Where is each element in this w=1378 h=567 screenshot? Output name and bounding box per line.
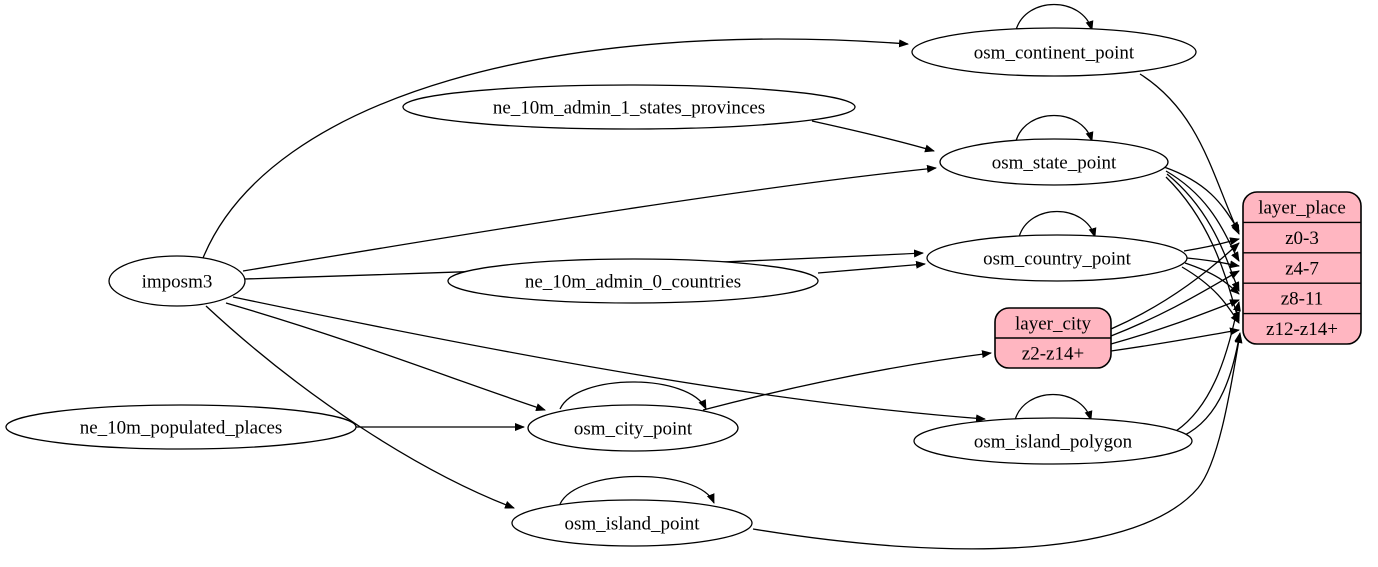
edge-osm_state_point-to-layer_place-z8-11 (1166, 173, 1240, 292)
node-label-ne-10m-admin-0-countries: ne_10m_admin_0_countries (525, 271, 741, 292)
edge-layer_city-to-layer_place-z4-7 (1110, 270, 1240, 337)
self-loop-edge-osm_island_polygon-to-osm_island_polygon (1014, 393, 1093, 421)
node-imposm3: imposm3 (108, 255, 246, 307)
node-label-osm-island-point: osm_island_point (564, 513, 700, 534)
edge-imposm3-to-osm_state_point (242, 164, 937, 272)
edge-imposm3-to-osm_city_point (225, 302, 546, 411)
node-osm-city-point: osm_city_point (527, 404, 739, 452)
record-layer-place-row-layer-place: layer_place (1258, 197, 1346, 218)
edge-imposm3-to-osm_island_point (205, 305, 515, 509)
record-layer-city-row-z2-z14-: z2-z14+ (1022, 343, 1084, 364)
node-osm-island-point: osm_island_point (511, 499, 753, 547)
node-label-osm-state-point: osm_state_point (992, 152, 1117, 173)
edge-osm_country_point-to-layer_place-z12-z14+ (1181, 266, 1240, 324)
edge-ne_10m_admin_1_states_provinces-to-osm_state_point (811, 120, 935, 153)
record-layer-place-row-z0-3: z0-3 (1285, 228, 1319, 249)
record-layer-city-row-layer-city: layer_city (1015, 313, 1091, 334)
node-label-ne-10m-admin-1-states-provinces: ne_10m_admin_1_states_provinces (493, 97, 765, 118)
node-label-ne-10m-populated-places: ne_10m_populated_places (80, 417, 283, 438)
node-label-osm-continent-point: osm_continent_point (974, 42, 1135, 63)
node-osm-country-point: osm_country_point (926, 234, 1188, 282)
node-osm-continent-point: osm_continent_point (911, 27, 1197, 77)
node-ne-10m-admin-1-states-provinces: ne_10m_admin_1_states_provinces (402, 84, 856, 130)
self-loop-edge-osm_country_point-to-osm_country_point (1018, 210, 1097, 238)
record-layer-place-row-z4-7: z4-7 (1285, 258, 1319, 279)
node-layer-city: layer_city z2-z14+ (994, 307, 1112, 369)
node-label-imposm3: imposm3 (142, 271, 213, 292)
edge-imposm3-to-osm_island_polygon (232, 296, 986, 423)
edge-osm_island_point-to-layer_place-z12-z14+ (752, 333, 1243, 550)
self-loop-edge-osm_state_point-to-osm_state_point (1015, 114, 1094, 142)
node-ne-10m-populated-places: ne_10m_populated_places (5, 404, 357, 450)
edge-osm_state_point-to-layer_place-z4-7 (1165, 170, 1240, 262)
node-label-osm-island-polygon: osm_island_polygon (974, 431, 1133, 452)
edge-osm_city_point-to-layer_city-z2-z14+ (702, 350, 992, 411)
record-layer-place-row-z12-z14-: z12-z14+ (1266, 319, 1338, 340)
record-layer-place-row-z8-11: z8-11 (1281, 289, 1324, 310)
edge-layer_city-to-layer_place-z0-3 (1110, 242, 1240, 330)
node-label-osm-city-point: osm_city_point (574, 418, 693, 439)
self-loop-edge-osm_city_point-to-osm_city_point (559, 381, 707, 410)
self-loop-edge-osm_island_point-to-osm_island_point (559, 475, 715, 505)
edge-osm_continent_point-to-layer_place-z0-3 (1139, 73, 1240, 235)
edge-osm_country_point-to-layer_place-z4-7 (1186, 257, 1240, 269)
edge-imposm3-to-osm_continent_point (202, 38, 909, 259)
node-osm-state-point: osm_state_point (939, 138, 1169, 186)
node-layer-place: layer_place z0-3 z4-7 z8-11 z12-z14+ (1242, 191, 1362, 345)
edge-osm_island_polygon-to-layer_place-z8-11 (1175, 301, 1241, 432)
edge-layer_city-to-layer_place-z8-11 (1110, 299, 1240, 345)
edge-layer_city-to-layer_place-z12-z14+ (1110, 327, 1240, 352)
edge-osm_country_point-to-layer_place-z8-11 (1184, 262, 1240, 295)
node-label-osm-country-point: osm_country_point (983, 248, 1131, 269)
edge-osm_country_point-to-layer_place-z0-3 (1183, 237, 1240, 252)
edge-osm_state_point-to-layer_place-z0-3 (1163, 166, 1240, 232)
node-ne-10m-admin-0-countries: ne_10m_admin_0_countries (447, 258, 819, 304)
self-loop-edge-osm_continent_point-to-osm_continent_point (1015, 3, 1094, 31)
edge-ne_10m_admin_0_countries-to-osm_country_point (817, 260, 926, 274)
node-osm-island-polygon: osm_island_polygon (913, 417, 1193, 465)
